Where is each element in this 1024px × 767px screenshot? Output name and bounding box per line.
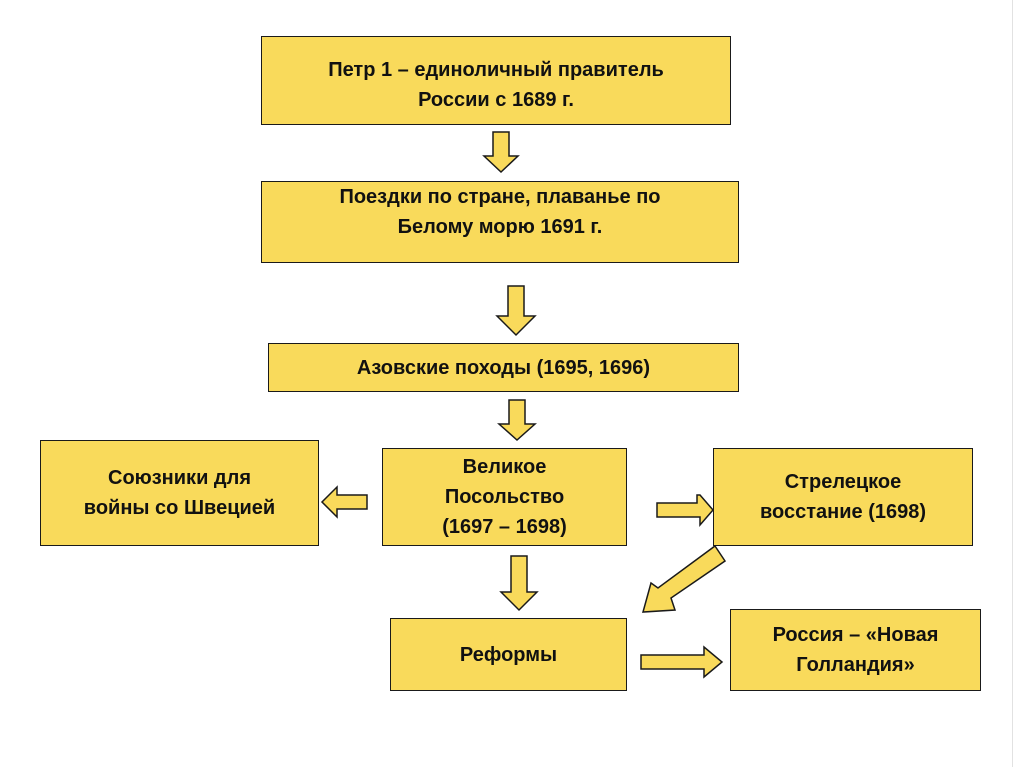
node-embassy: Великое Посольство (1697 – 1698) (382, 448, 627, 546)
node-embassy-line3: (1697 – 1698) (442, 516, 567, 538)
node-holland: Россия – «Новая Голландия» (730, 609, 981, 691)
node-trips-line1: Поездки по стране, плаванье по (339, 186, 661, 208)
arrow-reforms-to-holland (640, 645, 724, 679)
node-azov-line1: Азовские походы (1695, 1696) (356, 356, 651, 379)
node-allies-line1: Союзники для (108, 467, 251, 489)
node-peter-line1: Петр 1 – единоличный правитель (328, 59, 664, 81)
node-allies: Союзники для войны со Швецией (40, 440, 319, 546)
arrow-embassy-to-allies (320, 485, 368, 519)
arrow-embassy-to-reforms (499, 555, 539, 612)
node-holland-line1: Россия – «Новая (772, 624, 939, 646)
arrow-embassy-to-streltsy (656, 494, 714, 528)
node-holland-line2: Голландия» (796, 654, 915, 676)
node-streltsy-line1: Стрелецкое (784, 471, 902, 493)
arrow-peter-to-trips (482, 131, 520, 174)
node-reforms: Реформы (390, 618, 627, 691)
node-embassy-line2: Посольство (444, 486, 565, 508)
arrow-streltsy-to-reforms (641, 544, 727, 613)
node-allies-line2: войны со Швецией (83, 497, 276, 519)
node-streltsy: Стрелецкое восстание (1698) (713, 448, 973, 546)
node-embassy-line1: Великое (462, 456, 547, 478)
node-trips-line2: Белому морю 1691 г. (397, 216, 603, 238)
arrow-azov-to-embassy (497, 399, 537, 442)
node-azov: Азовские походы (1695, 1696) (268, 343, 739, 392)
arrow-trips-to-azov (495, 285, 537, 337)
node-peter: Петр 1 – единоличный правитель России с … (261, 36, 731, 125)
node-streltsy-line2: восстание (1698) (759, 501, 926, 523)
node-trips: Поездки по стране, плаванье по Белому мо… (261, 181, 739, 263)
node-peter-line2: России с 1689 г. (418, 89, 574, 111)
slide-edge (1012, 0, 1013, 767)
node-reforms-line1: Реформы (459, 643, 558, 666)
